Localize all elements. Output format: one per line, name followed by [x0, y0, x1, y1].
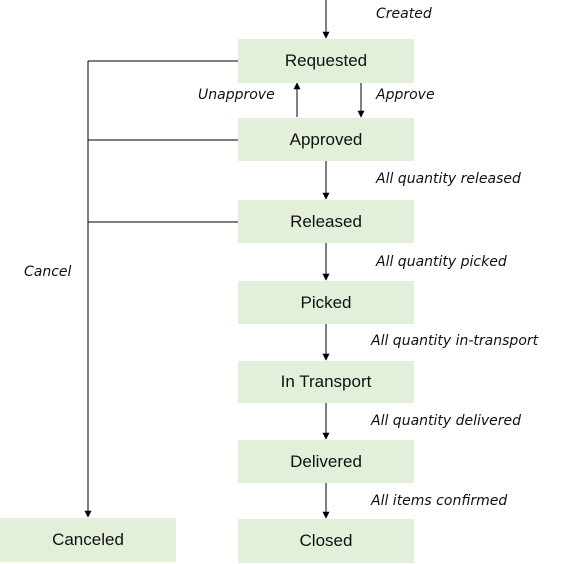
state-canceled-label: Canceled: [52, 530, 124, 549]
transition-unapprove-label: Unapprove: [198, 87, 275, 103]
state-closed-label: Closed: [299, 531, 353, 550]
transition-approve-label: Approve: [376, 87, 435, 103]
state-picked: Picked: [238, 281, 414, 324]
state-delivered: Delivered: [238, 440, 414, 483]
state-requested: Requested: [238, 39, 414, 83]
state-closed: Closed: [238, 519, 414, 563]
state-requested-label: Requested: [284, 51, 368, 70]
state-released-label: Released: [290, 211, 362, 231]
state-in-transport-label: In Transport: [280, 372, 372, 391]
state-released: Released: [238, 200, 414, 243]
state-approved-label: Approved: [289, 129, 363, 149]
state-canceled: Canceled: [0, 518, 176, 562]
state-picked-label: Picked: [300, 292, 352, 312]
transition-all-items-confirmed-label: All items confirmed: [371, 493, 508, 509]
transition-created-label: Created: [376, 6, 432, 22]
state-approved: Approved: [238, 118, 414, 161]
state-in-transport: In Transport: [238, 361, 414, 403]
transition-all-quantity-in-transport-label: All quantity in-transport: [371, 333, 539, 349]
transition-all-quantity-picked-label: All quantity picked: [376, 254, 507, 270]
transition-all-quantity-delivered-label: All quantity delivered: [371, 413, 522, 429]
transition-all-quantity-released-label: All quantity released: [376, 171, 521, 187]
state-delivered-label: Delivered: [290, 451, 362, 471]
transition-cancel-label: Cancel: [24, 264, 72, 280]
